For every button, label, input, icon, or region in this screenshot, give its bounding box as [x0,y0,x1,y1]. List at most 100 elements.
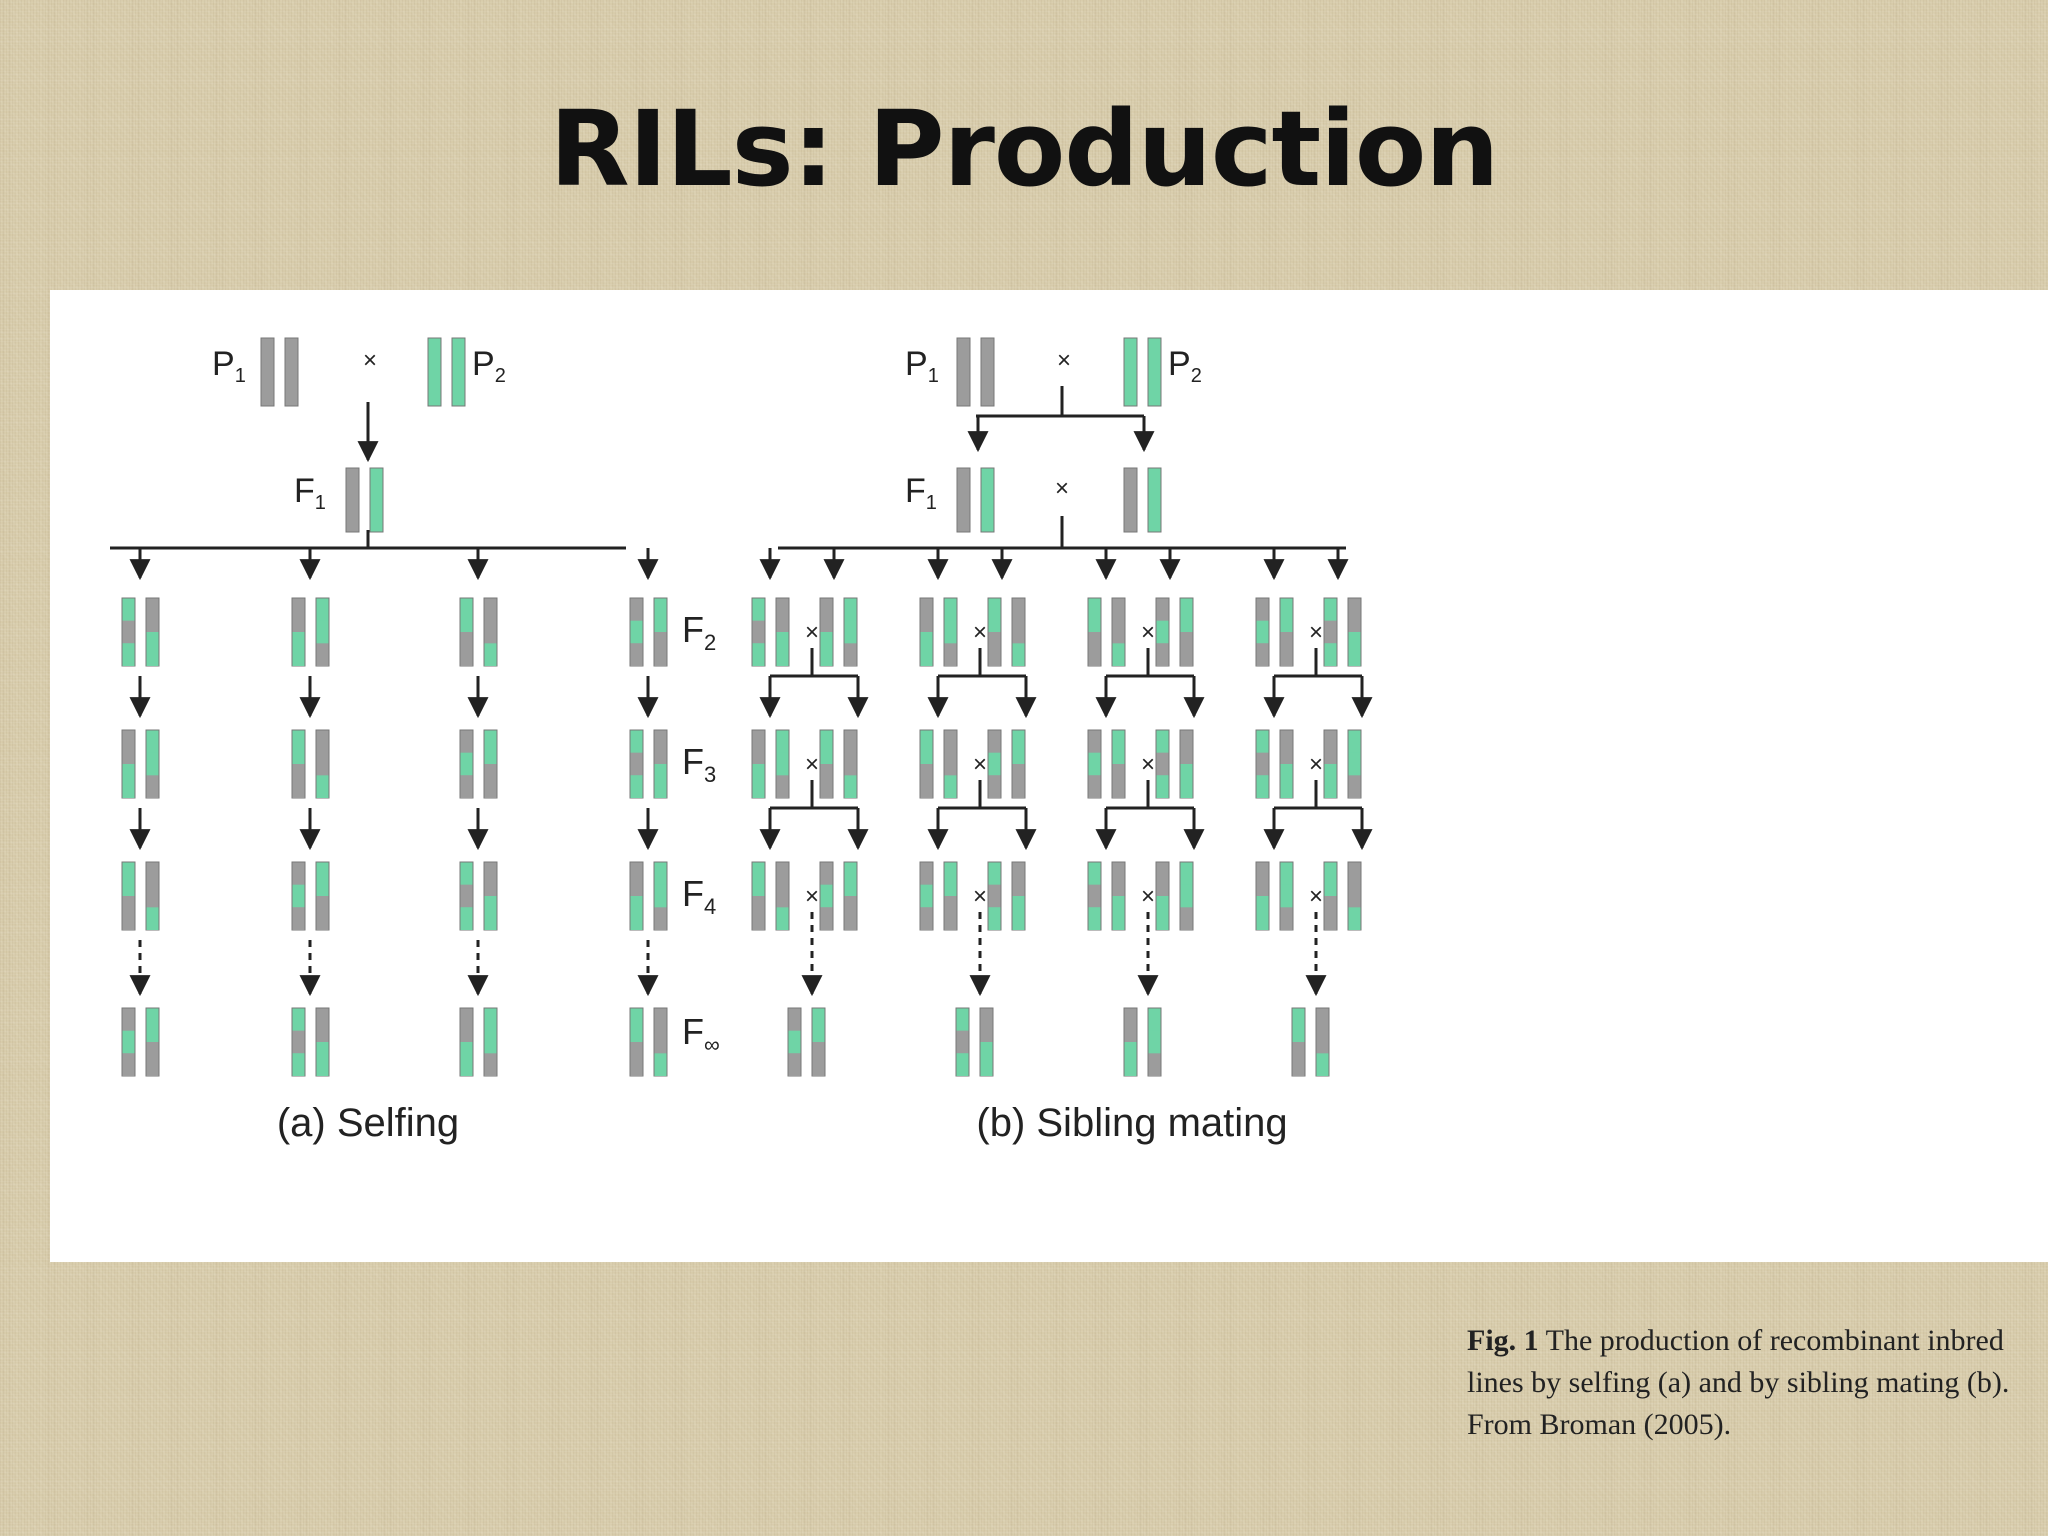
b-line-4-gen-3-sib-2-chromosome-1-segment [1324,764,1337,798]
b-line-4-gen-3-sib-1-chromosome-1-segment [1256,775,1269,798]
b-f1-label: F1 [905,472,937,514]
a-f1-chromosome-1 [345,467,360,533]
b-line-3-gen-2-sib-2-chromosome-2-segment [1180,632,1193,666]
a-line-2-gen-3-chromosome-2-segment [316,752,329,776]
a-line-2-gen-2-chromosome-2-segment [316,620,329,644]
b-line-3-gen-2-sib-1-chromosome-2-segment [1112,643,1125,666]
b-line-1-gen-4-sib-1-chromosome-1-segment [752,896,765,930]
b-line-1-gen-4-sib-1-chromosome-2-segment [776,884,789,908]
a-line-3-gen-5-chromosome-2-segment [484,1030,497,1054]
b-line-3-gen-3-sib-1-chromosome-1-segment [1088,752,1101,776]
a-line-3-gen-3-chromosome-1-segment [460,775,473,798]
b-line-4-gen-2-sib-2-chromosome-1-segment [1324,620,1337,644]
b-line-3-gen-2-sib-1-chromosome-2-segment [1112,620,1125,644]
b-line-3-gen-final-chromosome-2-segment [1148,1030,1161,1054]
a-line-2-gen-4-chromosome-1-segment [292,884,305,908]
a-line-2-gen-3-chromosome-1-segment [292,764,305,798]
a-parent-1-chromosome-2 [284,337,299,407]
caption-line-3: From Broman (2005). [1467,1408,1732,1441]
b-line-3-gen-2-sib-2-chromosome-1-segment [1156,643,1169,666]
b-line-1-gen-3-sib-2-chromosome-2-segment [844,752,857,776]
a-line-3-gen-2-chromosome-2-segment [484,643,497,666]
caption-line-1: Fig. 1 The production of recombinant inb… [1467,1320,2048,1362]
b-line-2-gen-3-sib-1-chromosome-1-segment [920,764,933,798]
a-line-4-gen-4-chromosome-1-segment [630,896,643,930]
b-line-1-gen-2-sib-1-chromosome-1-segment [752,643,765,666]
a-line-1-gen-5-chromosome-2-segment [146,1042,159,1076]
a-line-2-gen-5-chromosome-1-segment [292,1030,305,1054]
b-line-1-gen-4-sib-2-chromosome-1-segment [820,884,833,908]
a-line-3-gen-2-chromosome-1-segment [460,632,473,666]
b-f1-left-chromosome-1 [956,467,971,533]
b-line-4-gen-3-cross-symbol: × [1309,751,1323,778]
a-line-3-gen-4-chromosome-1-segment [460,884,473,908]
b-line-3-gen-4-sib-2-chromosome-1-segment [1156,896,1169,930]
b-line-4-gen-4-sib-2-chromosome-1-segment [1324,896,1337,930]
b-line-2-gen-4-sib-1-chromosome-1-segment [920,907,933,930]
b-line-3-gen-4-sib-1-chromosome-1-segment [1088,884,1101,908]
b-line-2-gen-3-sib-1-chromosome-2-segment [944,775,957,798]
a-panel-label: (a) Selfing [277,1101,459,1145]
b-line-2-gen-2-sib-2-chromosome-2-segment [1012,643,1025,666]
a-line-3-gen-4-chromosome-2-segment [484,896,497,930]
b-line-1-gen-2-sib-2-chromosome-1-segment [820,632,833,666]
a-parent-2-chromosome-2 [451,337,466,407]
b-line-4-gen-2-sib-1-chromosome-2-segment [1280,632,1293,666]
b-line-1-gen-4-sib-2-chromosome-2-segment [844,896,857,930]
a-line-1-gen-3-chromosome-2-segment [146,752,159,776]
b-line-4-gen-4-cross-symbol: × [1309,883,1323,910]
b-line-4-gen-2-sib-1-chromosome-1-segment [1256,620,1269,644]
a-line-2-gen-4-chromosome-2-segment [316,896,329,930]
b-f1-right-chromosome-2 [1147,467,1162,533]
a-line-4-gen-5-chromosome-2-segment [654,1053,667,1076]
b-line-2-gen-2-sib-1-chromosome-2-segment [944,620,957,644]
a-f1-label: F1 [294,472,326,514]
b-line-1-gen-2-sib-2-chromosome-2-segment [844,643,857,666]
a-line-4-gen-3-chromosome-1-segment [630,752,643,776]
b-line-2-gen-4-sib-2-chromosome-1-segment [988,907,1001,930]
a-line-4-gen-4-chromosome-2-segment [654,907,667,930]
b-line-1-gen-4-sib-2-chromosome-1-segment [820,907,833,930]
b-line-3-gen-final-chromosome-2-segment [1148,1053,1161,1076]
a-line-1-gen-2-chromosome-2-segment [146,632,159,666]
b-line-4-gen-4-sib-2-chromosome-2-segment [1348,907,1361,930]
figure-caption: Fig. 1 The production of recombinant inb… [1467,1320,2048,1446]
caption-text-1: The production of recombinant inbred [1545,1324,2004,1357]
a-line-1-gen-2-chromosome-1-segment [122,643,135,666]
a-line-1-gen-2-chromosome-1-segment [122,620,135,644]
b-line-3-gen-2-sib-1-chromosome-1-segment [1088,632,1101,666]
b-line-4-gen-4-sib-1-chromosome-2-segment [1280,884,1293,908]
a-line-2-gen-5-chromosome-1-segment [292,1053,305,1076]
b-line-3-gen-3-cross-symbol: × [1141,751,1155,778]
b-line-2-gen-2-sib-2-chromosome-2-segment [1012,620,1025,644]
a-line-3-gen-4-chromosome-1-segment [460,907,473,930]
b-line-3-gen-3-sib-2-chromosome-1-segment [1156,752,1169,776]
b-line-4-gen-2-sib-2-chromosome-2-segment [1348,632,1361,666]
b-line-3-gen-4-sib-2-chromosome-2-segment [1180,907,1193,930]
b-line-4-gen-3-sib-1-chromosome-1-segment [1256,752,1269,776]
b-line-1-gen-2-sib-2-chromosome-2-segment [844,620,857,644]
b-line-2-gen-4-sib-2-chromosome-2-segment [1012,896,1025,930]
a-line-3-gen-2-chromosome-2-segment [484,620,497,644]
a-line-1-gen-3-chromosome-2-segment [146,775,159,798]
a-line-4-gen-2-chromosome-1-segment [630,643,643,666]
b-line-3-gen-3-sib-1-chromosome-1-segment [1088,775,1101,798]
caption-label: Fig. 1 [1467,1324,1539,1357]
a-parent-1-label: P1 [212,345,246,387]
b-parent-1-chromosome-2 [980,337,995,407]
b-line-4-gen-final-chromosome-2-segment [1316,1030,1329,1054]
a-line-2-gen-5-chromosome-2-segment [316,1042,329,1076]
a-parent-cross-symbol: × [363,347,377,374]
b-line-2-gen-2-sib-2-chromosome-1-segment [988,632,1001,666]
b-parent-1-label: P1 [905,345,939,387]
b-line-4-gen-4-sib-1-chromosome-2-segment [1280,907,1293,930]
a-line-1-gen-5-chromosome-1-segment [122,1030,135,1054]
a-line-4-gen-2-chromosome-1-segment [630,620,643,644]
b-line-1-gen-2-sib-1-chromosome-2-segment [776,632,789,666]
b-f1-left-chromosome-2 [980,467,995,533]
a-line-4-gen-2-chromosome-2-segment [654,632,667,666]
b-line-2-gen-3-sib-2-chromosome-1-segment [988,752,1001,776]
a-line-3-gen-3-chromosome-2-segment [484,764,497,798]
b-line-3-gen-2-sib-2-chromosome-1-segment [1156,620,1169,644]
b-line-2-gen-3-sib-1-chromosome-2-segment [944,752,957,776]
